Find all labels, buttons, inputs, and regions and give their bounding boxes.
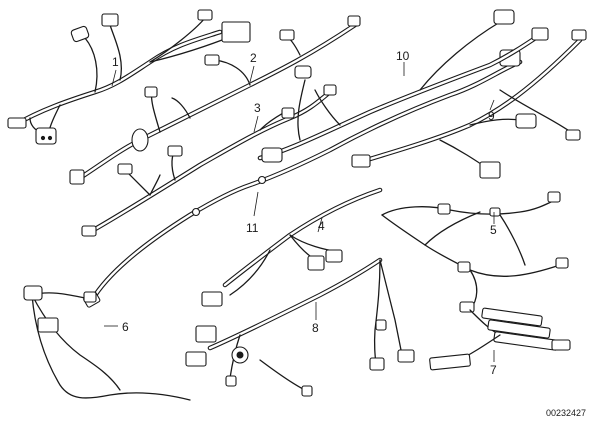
harness-3 [81,84,337,237]
harness-1 [7,9,251,145]
callouts: 1 2 3 4 5 6 7 8 9 10 11 [104,49,497,377]
part-number: 00232427 [546,408,586,418]
part-7-flat-cable [429,307,571,371]
harness-6 [23,285,191,401]
callout-11: 11 [246,221,259,235]
harness-8 [185,257,415,397]
harness-4 [201,187,383,307]
callout-9: 9 [488,109,495,123]
callout-5: 5 [490,223,497,237]
callout-10: 10 [396,49,410,63]
callout-7: 7 [490,363,497,377]
harness-10 [257,9,549,163]
callout-2: 2 [250,51,257,65]
callout-4: 4 [318,219,325,233]
callout-1: 1 [112,55,119,69]
callout-3: 3 [254,101,261,115]
harness-2 [69,15,361,185]
callout-6: 6 [122,320,129,334]
callout-8: 8 [312,321,319,335]
harness-5 [381,191,569,313]
harness-9 [351,29,587,179]
